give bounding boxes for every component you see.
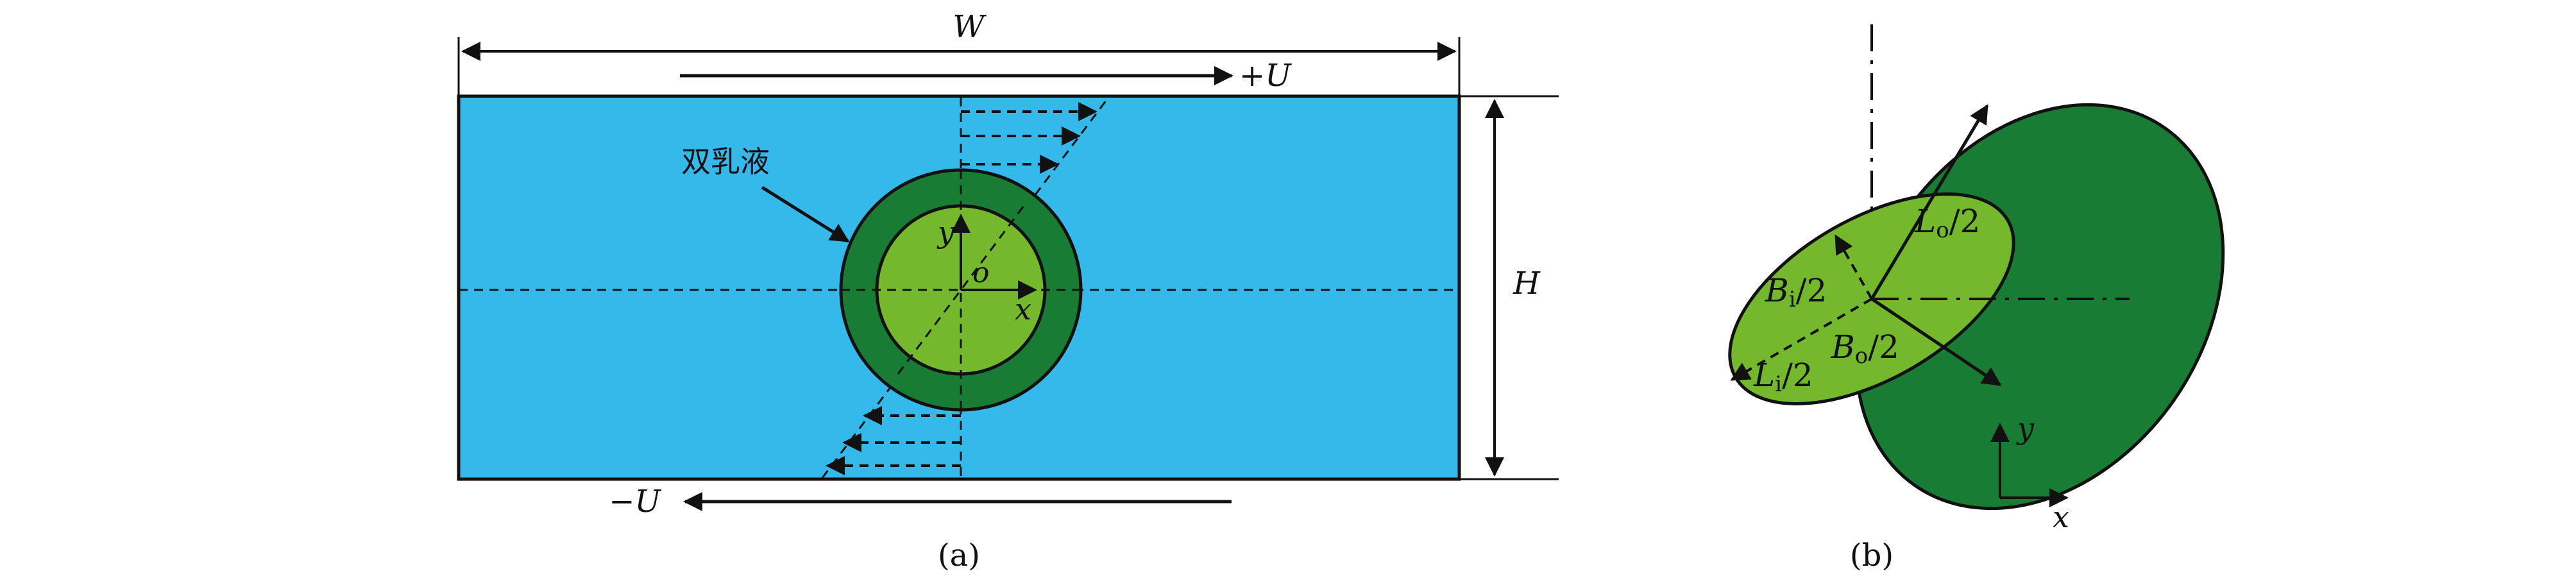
origin-label: o <box>972 257 990 289</box>
local-y-label: y <box>936 215 955 250</box>
h-label: H <box>1513 266 1541 301</box>
drop-label-pointer <box>761 185 850 243</box>
w-label: W <box>953 9 987 45</box>
bi-label: Bi/2 <box>1765 272 1827 312</box>
caption-b: (b) <box>1850 538 1894 573</box>
indicator-y-label: y <box>2016 411 2035 446</box>
panel-b: Lo/2 Bi/2 Bo/2 Li/2 y x (b) <box>1728 24 2225 573</box>
bi-arrow <box>1835 234 1873 300</box>
indicator-x-label: x <box>2053 500 2069 534</box>
bo-label: Bo/2 <box>1831 328 1899 369</box>
bo-arrow <box>1870 297 2002 387</box>
panel-a: W H +U −U y x o 双乳液 (a) <box>457 9 1559 573</box>
local-x-label: x <box>1015 292 1031 326</box>
drop-label: 双乳液 <box>681 144 770 179</box>
caption-a: (a) <box>938 538 980 573</box>
li-arrow <box>1730 298 1873 381</box>
lo-arrow <box>1870 104 1989 300</box>
top-velocity-label: +U <box>1239 58 1292 94</box>
li-label: Li/2 <box>1753 357 1813 397</box>
lo-label: Lo/2 <box>1914 203 1980 243</box>
bottom-velocity-label: −U <box>609 484 661 520</box>
drop-linear-profile <box>897 205 1025 375</box>
